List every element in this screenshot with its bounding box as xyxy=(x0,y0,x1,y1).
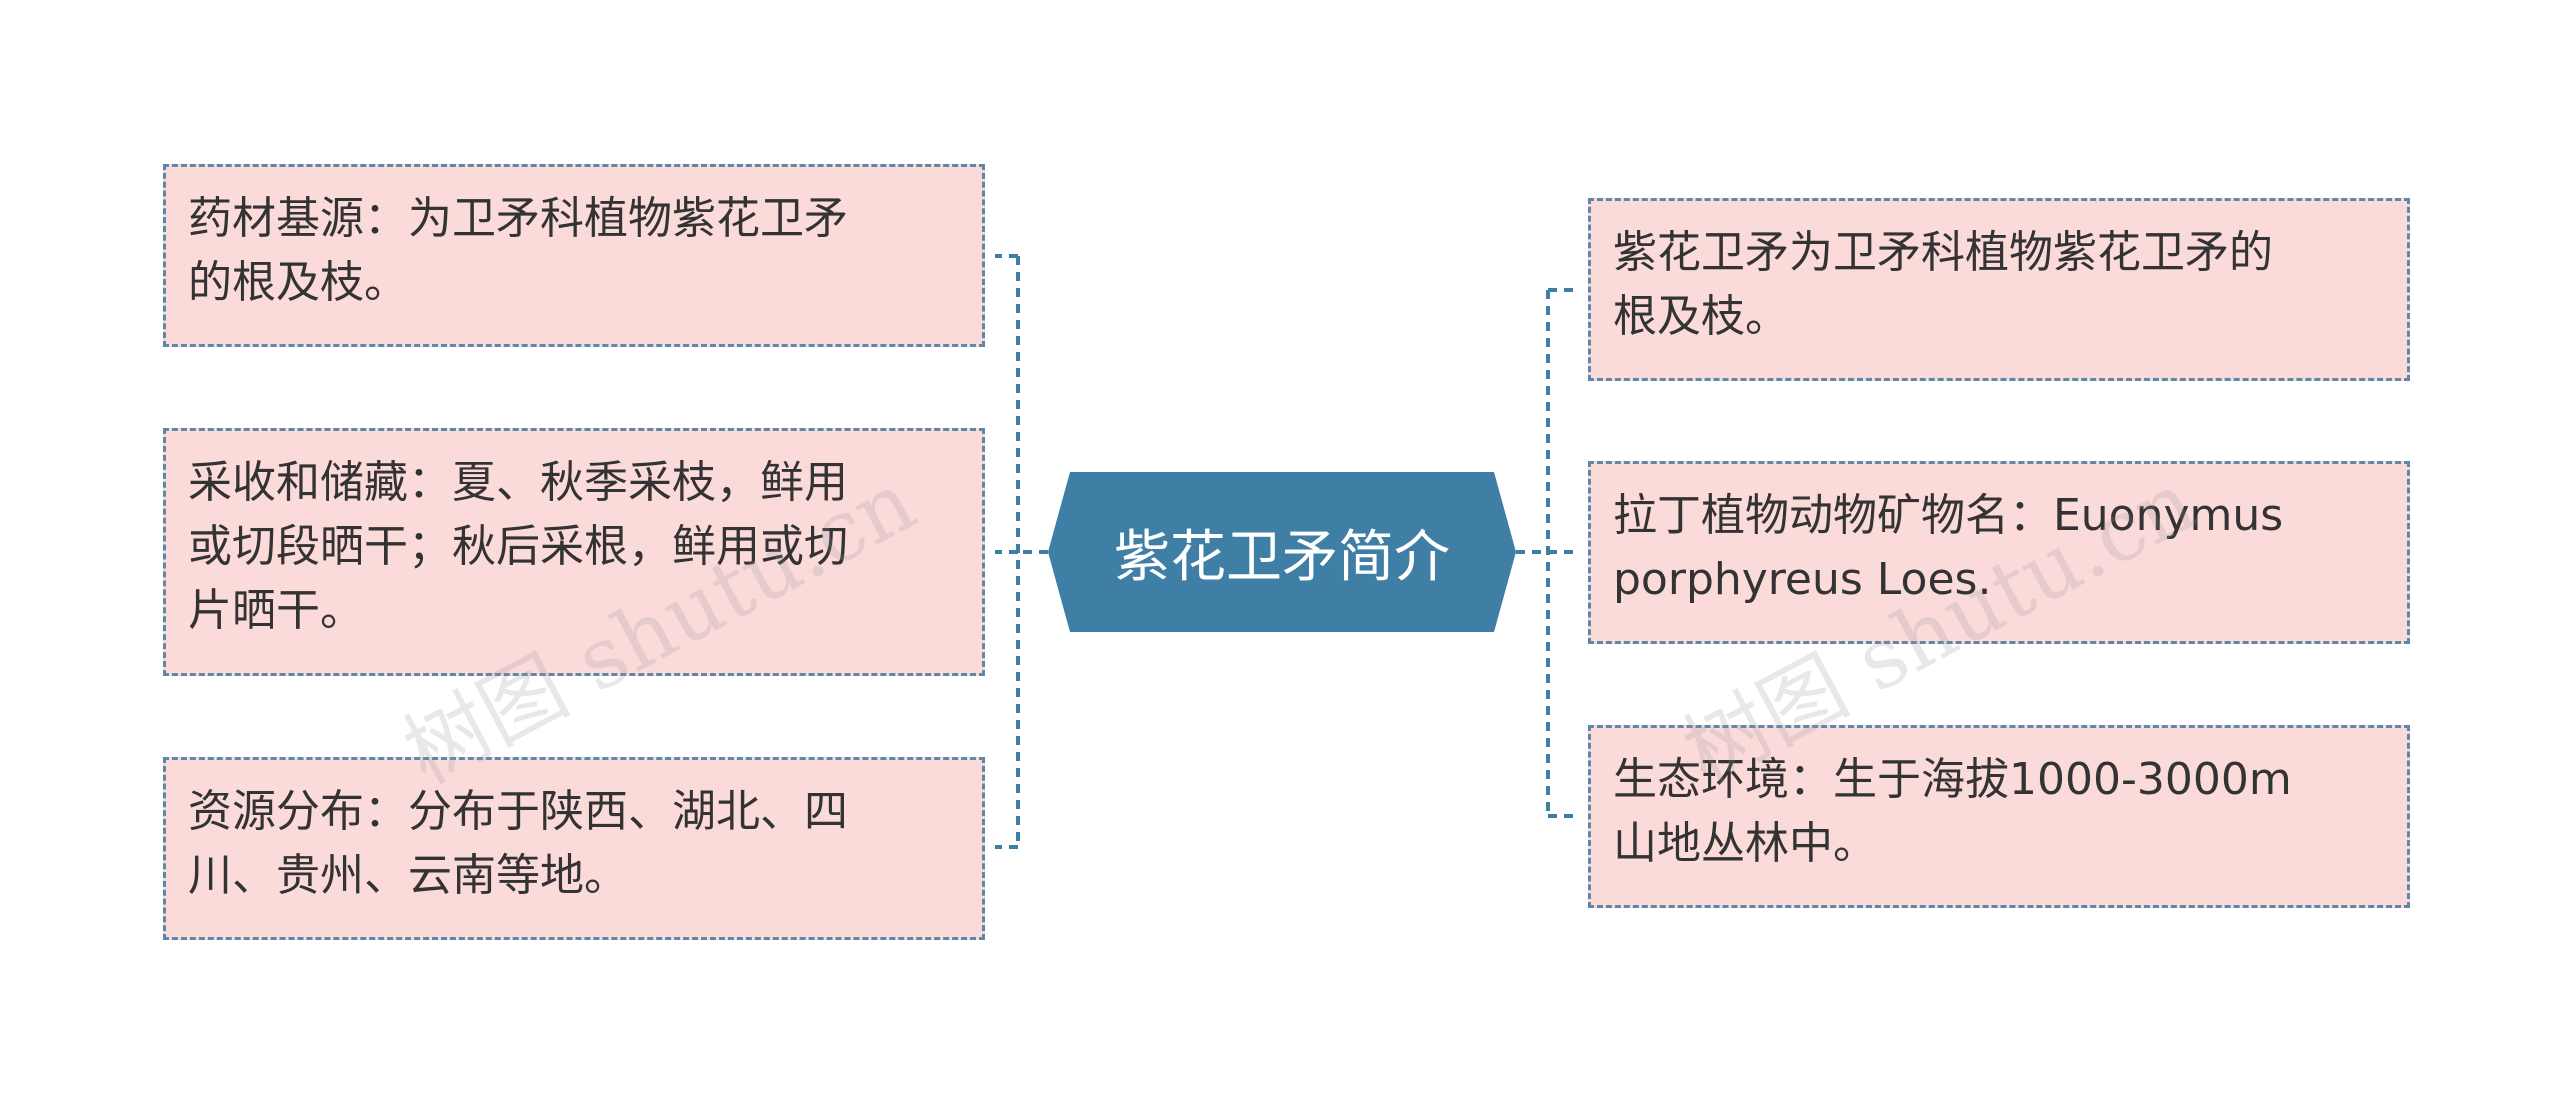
left-topic-3[interactable]: 资源分布：分布于陕西、湖北、四 川、贵州、云南等地。 xyxy=(163,757,985,940)
hexagon-shape xyxy=(1048,472,1516,632)
topic-line: 川、贵州、云南等地。 xyxy=(188,850,628,901)
right-topic-1[interactable]: 紫花卫矛为卫矛科植物紫花卫矛的 根及枝。 xyxy=(1588,198,2410,381)
left-topic-1[interactable]: 药材基源：为卫矛科植物紫花卫矛 的根及枝。 xyxy=(163,164,985,347)
topic-line: 拉丁植物动物矿物名：Euonymus xyxy=(1613,490,2284,541)
right-topic-2[interactable]: 拉丁植物动物矿物名：Euonymus porphyreus Loes. xyxy=(1588,461,2410,644)
topic-line: 山地丛林中。 xyxy=(1613,818,1877,869)
topic-line: 药材基源：为卫矛科植物紫花卫矛 xyxy=(188,193,848,244)
topic-line: 片晒干。 xyxy=(188,585,364,636)
topic-line: porphyreus Loes. xyxy=(1613,554,1992,605)
left-topic-2[interactable]: 采收和储藏：夏、秋季采枝，鲜用 或切段晒干；秋后采根，鲜用或切 片晒干。 xyxy=(163,428,985,676)
right-topic-3[interactable]: 生态环境：生于海拔1000-3000m 山地丛林中。 xyxy=(1588,725,2410,908)
central-topic[interactable]: 紫花卫矛简介 xyxy=(1048,472,1516,632)
topic-line: 的根及枝。 xyxy=(188,257,408,308)
central-topic-label: 紫花卫矛简介 xyxy=(1114,524,1450,590)
topic-line: 紫花卫矛为卫矛科植物紫花卫矛的 xyxy=(1613,227,2273,278)
topic-line: 或切段晒干；秋后采根，鲜用或切 xyxy=(188,521,848,572)
topic-line: 根及枝。 xyxy=(1613,291,1789,342)
topic-line: 采收和储藏：夏、秋季采枝，鲜用 xyxy=(188,457,848,508)
topic-line: 生态环境：生于海拔1000-3000m xyxy=(1613,754,2292,805)
central-topic-shape xyxy=(1048,472,1516,632)
topic-line: 资源分布：分布于陕西、湖北、四 xyxy=(188,786,848,837)
